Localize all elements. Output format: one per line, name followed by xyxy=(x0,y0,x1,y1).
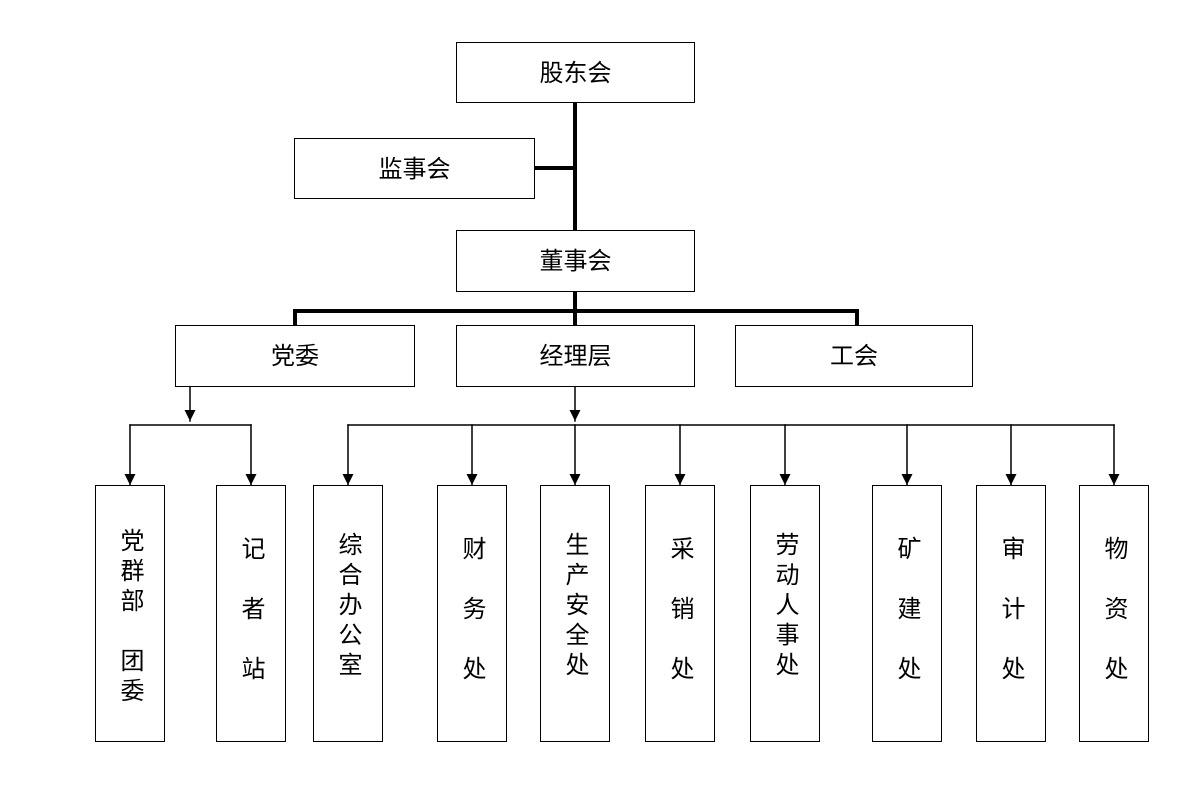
node-label: 工会 xyxy=(830,342,878,370)
dept-materials: 物资处 xyxy=(1079,485,1149,742)
dept-party-mass-youth-league: 党群部 团委 xyxy=(95,485,165,742)
node-label: 监事会 xyxy=(378,154,451,183)
dept-label: 审计处 xyxy=(997,536,1025,716)
dept-label: 财务处 xyxy=(458,536,486,716)
node-label: 董事会 xyxy=(539,247,612,275)
node-label: 股东会 xyxy=(539,58,612,87)
dept-label: 记者站 xyxy=(237,536,265,716)
dept-label: 矿建处 xyxy=(893,536,921,716)
node-label: 经理层 xyxy=(539,342,612,370)
dept-production-safety: 生产安全处 xyxy=(540,485,610,742)
dept-general-office: 综合办公室 xyxy=(313,485,383,742)
node-management: 经理层 xyxy=(456,325,695,387)
dept-labor-personnel: 劳动人事处 xyxy=(750,485,820,742)
dept-label: 采销处 xyxy=(666,536,694,716)
node-board: 董事会 xyxy=(456,230,695,292)
node-union: 工会 xyxy=(735,325,973,387)
dept-label: 劳动人事处 xyxy=(771,532,799,682)
dept-label: 生产安全处 xyxy=(561,532,589,682)
node-label: 党委 xyxy=(271,342,319,370)
node-shareholders: 股东会 xyxy=(456,42,695,103)
dept-label: 综合办公室 xyxy=(334,532,362,682)
dept-finance: 财务处 xyxy=(437,485,507,742)
dept-mine-construction: 矿建处 xyxy=(872,485,942,742)
dept-press-station: 记者站 xyxy=(216,485,286,742)
node-supervisory-board: 监事会 xyxy=(294,138,535,199)
dept-audit: 审计处 xyxy=(976,485,1046,742)
dept-procurement-sales: 采销处 xyxy=(645,485,715,742)
node-party-committee: 党委 xyxy=(175,325,415,387)
dept-label: 物资处 xyxy=(1100,536,1128,716)
dept-label: 党群部 团委 xyxy=(116,528,144,708)
